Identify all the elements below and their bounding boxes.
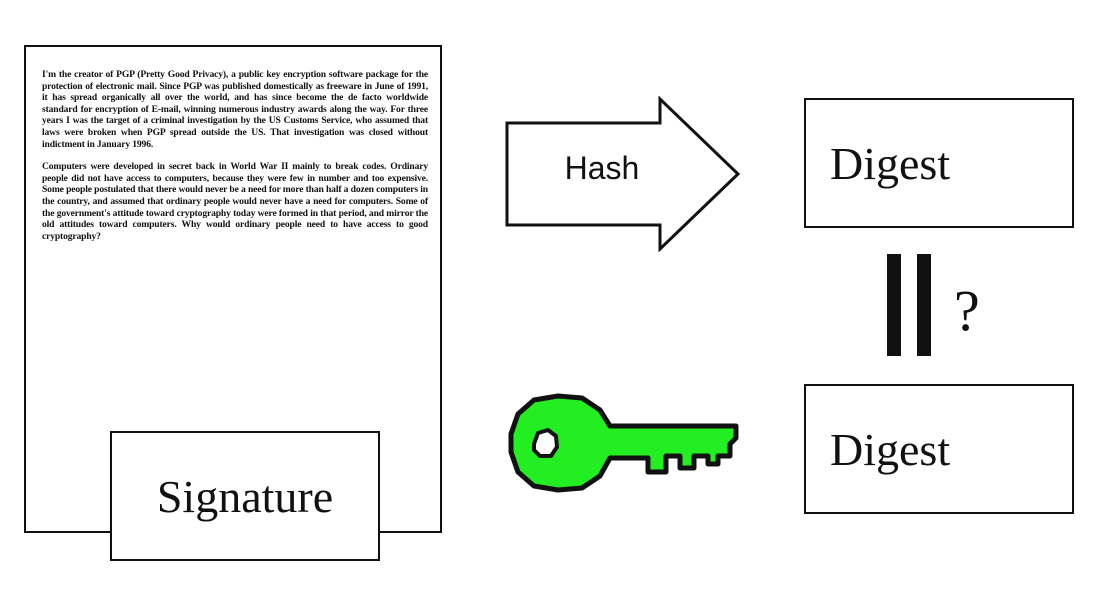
equals-bar-left (887, 254, 901, 356)
signed-document: I'm the creator of PGP (Pretty Good Priv… (24, 45, 442, 561)
equals-bar-right (917, 254, 931, 356)
document-paragraph-1: I'm the creator of PGP (Pretty Good Priv… (42, 69, 428, 150)
hash-label: Hash (564, 150, 640, 186)
signature-box: Signature (110, 431, 380, 561)
digest-box-bottom: Digest (804, 384, 1074, 514)
digest-box-top: Digest (804, 98, 1074, 228)
right-arrow-icon (505, 96, 741, 252)
signature-label: Signature (156, 470, 334, 522)
key-icon (508, 393, 739, 493)
document-paragraph-2: Computers were developed in secret back … (42, 161, 428, 242)
digest-label-top: Digest (830, 137, 951, 189)
digest-label-bottom: Digest (830, 423, 951, 475)
question-mark: ? (954, 278, 980, 343)
document-text: I'm the creator of PGP (Pretty Good Priv… (42, 69, 428, 253)
